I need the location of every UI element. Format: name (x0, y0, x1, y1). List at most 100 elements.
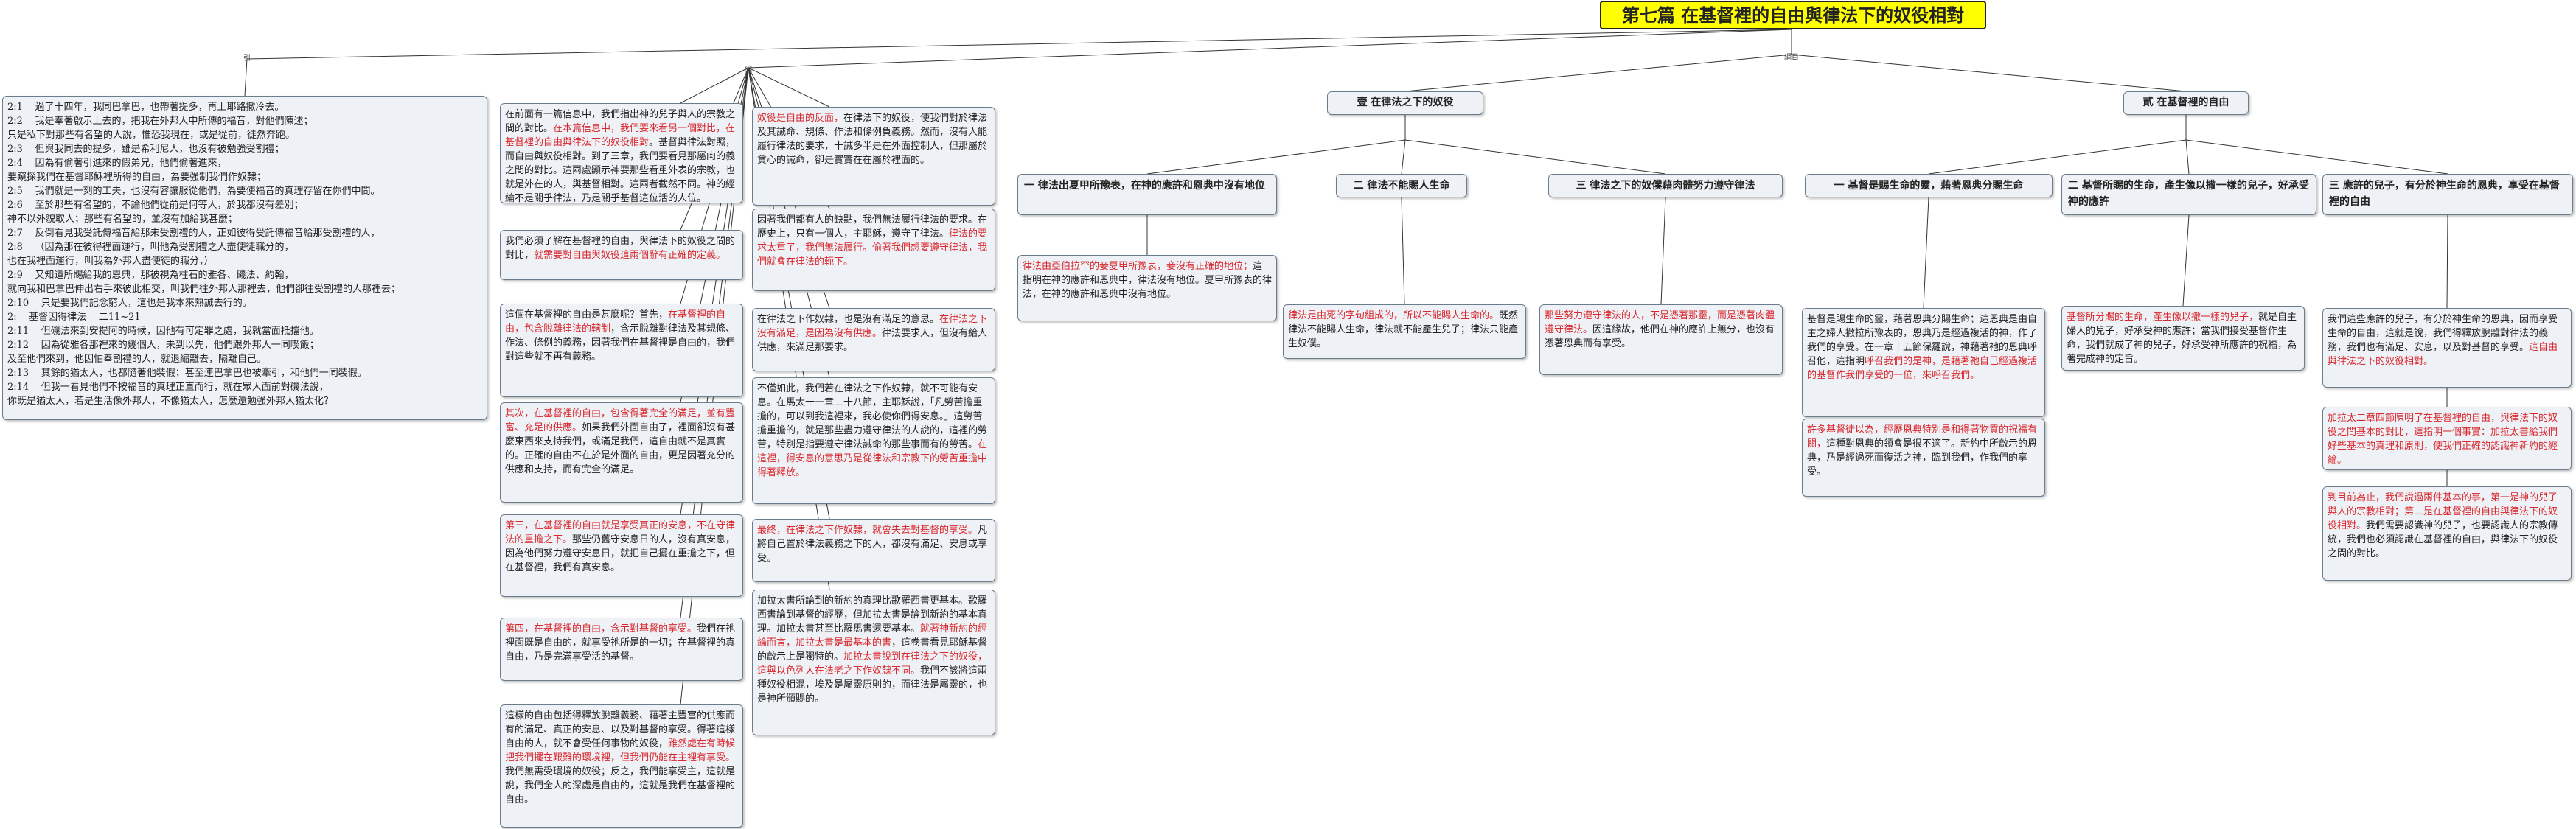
point-node-3[interactable]: 這個在基督裡的自由是甚麼呢？首先，在基督裡的自由，包含脫離律法的轄制，含示脫離對… (500, 304, 743, 397)
highlighted-text: 這自由與律法之下的奴役相對。 (2328, 342, 2558, 367)
highlighted-text: 在這裡，得安息的意思乃是從律法和宗教下的勞苦重擔中得著釋放。 (757, 439, 988, 478)
body-text: 在前面有一篇信息中，我們指出神的兒子與人的宗教之間的對比。 (505, 109, 736, 134)
section-heading-bondage[interactable]: 壹 在律法之下的奴役 (1327, 91, 1483, 115)
point-node-10[interactable]: 在律法之下作奴隸，也是沒有滿足的意思。在律法之下沒有滿足，是因為沒有供應。律法要… (752, 308, 995, 371)
subsection-heading-2-3[interactable]: 三 應許的兒子，有分於神生命的恩典，享受在基督裡的自由 (2322, 174, 2573, 215)
subsection-body-2-3c[interactable]: 到目前為止，我們說過兩件基本的事，第一是神的兒子與人的宗教相對；第二是在基督裡的… (2322, 486, 2572, 581)
highlighted-text: 律法是由死的字句組成的，所以不能賜人生命的。 (1288, 310, 1500, 321)
body-text: 我們必須了解在基督裡的自由，與律法下的奴役之間的對比， (505, 236, 736, 261)
highlighted-text: 第三，在基督裡的自由就是享受真正的安息，不在守律法的重擔之下。 (505, 520, 736, 545)
connector-point-1 (680, 67, 749, 104)
highlighted-text: 基督所分賜的生命，產生像以撒一樣的兒子， (2067, 312, 2259, 323)
body-text: 這樣的自由包括得釋放脫離義務、藉著主豐富的供應而有的滿足、真正的安息、以及對基督… (505, 710, 736, 749)
subsection-heading-1-2[interactable]: 二 律法不能賜人生命 (1336, 174, 1467, 197)
highlighted-text: 在律法之下沒有滿足，是因為沒有供應。 (757, 314, 988, 339)
connector-title-points (748, 29, 1792, 69)
connector-sections-freedom (1791, 54, 2187, 92)
highlighted-text: 奴役是自由的反面， (757, 113, 844, 124)
subsection-heading-2-1[interactable]: 一 基督是賜生命的靈，藉著恩典分賜生命 (1805, 174, 2053, 197)
scripture-node[interactable]: 2:1 過了十四年，我同巴拿巴，也帶著提多，再上耶路撒冷去。 2:2 我是奉著啟… (2, 96, 487, 420)
body-text: 因著我們都有人的缺點，我們無法履行律法的要求。在歷史上，只有一個人，主耶穌，遵守… (757, 214, 988, 239)
body-text: 。基督與律法對照，而自由與奴役相對。到了三章，我們要看見那屬肉的義之間的對比。這… (505, 137, 736, 203)
highlighted-text: 其次，在基督裡的自由，包含得著完全的滿足，並有豐富、充足的供應。 (505, 408, 736, 433)
body-text: 因這緣故，他們在神的應許上無分，也沒有憑著恩典而有享受。 (1545, 324, 1775, 349)
body-text: 這種對恩典的領會是很不適了。新約中所啟示的恩典，乃是經過死而復活之神，臨到我們，… (1807, 438, 2038, 478)
body-text: 在律法下的奴役，使我們對於律法及其誡命、規條、作法和條例負義務。然而，沒有人能履… (757, 113, 988, 166)
body-text: 就是自主婦人的兒子，好承受神的應許；當我們接受基督作生命，我們就成了神的兒子，好… (2067, 312, 2297, 365)
point-node-13[interactable]: 加拉太書所論到的新約的真理比歌羅西書更基本。歌羅西書論到基督的經歷，但加拉太書是… (752, 590, 995, 735)
connector-bondage-sub-2 (1401, 139, 1406, 175)
body-text: 我們這些應許的兒子，有分於神生命的恩典，因而享受生命的自由，這就是說，我們得釋放… (2328, 314, 2558, 353)
body-text: 不僅如此，我們若在律法之下作奴隸，就不可能有安息。在馬太十一章二十八節，主耶穌說… (757, 383, 988, 450)
connector-freedom-sub-2 (2185, 139, 2190, 175)
subsection-body-2-2[interactable]: 基督所分賜的生命，產生像以撒一樣的兒子，就是自主婦人的兒子，好承受神的應許；當我… (2061, 306, 2305, 371)
connector-freedom-sub-3 (2185, 139, 2448, 175)
point-node-7[interactable]: 這樣的自由包括得釋放脫離義務、藉著主豐富的供應而有的滿足、真正的安息、以及對基督… (500, 704, 743, 828)
connector-sections-bondage (1404, 54, 1792, 92)
body-text: 律法要求人，但沒有給人供應，來滿足那要求。 (757, 328, 988, 353)
subsection-body-2-3b[interactable]: 加拉太二章四節陳明了在基督裡的自由，與律法下的奴役之間基本的對比，這指明一個事實… (2322, 407, 2572, 470)
highlighted-text: 在本篇信息中，我們要來看另一個對比，在基督裡的自由與律法下的奴役相對 (505, 123, 736, 148)
point-node-6[interactable]: 第四，在基督裡的自由，含示對基督的享受。我們在祂裡面既是自由的，就享受祂所是的一… (500, 618, 743, 681)
highlighted-text: 雖然處在有時候把我們擺在艱難的環境裡，但我們仍能在主裡有享受。 (505, 738, 736, 763)
subsection-body-2-3[interactable]: 我們這些應許的兒子，有分於神生命的恩典，因而享受生命的自由，這就是說，我們得釋放… (2322, 308, 2572, 388)
body-text: 我們無需受環境的奴役；反之，我們能享受主，這就是說，我們全人的深處是自由的，這就… (505, 766, 736, 805)
section-heading-freedom[interactable]: 貳 在基督裡的自由 (2123, 91, 2249, 115)
body-text: 我們需要認識神的兒子，也要認識人的宗教傳統，我們也必須認識在基督裡的自由，與律法… (2328, 520, 2558, 559)
body-text: 在律法之下作奴隸，也是沒有滿足的意思。 (757, 314, 940, 325)
point-node-4[interactable]: 其次，在基督裡的自由，包含得著完全的滿足，並有豐富、充足的供應。如果我們外面自由… (500, 402, 743, 503)
body-text: 如果我們外面自由了，裡面卻沒有甚麼東西來支持我們，或滿足我們，這自由就不是真實的… (505, 422, 736, 475)
highlighted-text: 呼召我們的是神，是藉著祂自己經過複活的基督作我們享受的一位，來呼召我們。 (1807, 356, 2038, 381)
subsection-body-2-1[interactable]: 基督是賜生命的靈，藉著恩典分賜生命；這恩典是由自主之婦人撒拉所豫表的，恩典乃是經… (1802, 308, 2045, 417)
connector-sub-body-1-3 (1660, 197, 1666, 305)
subsection-heading-1-3[interactable]: 三 律法之下的奴僕藉肉體努力遵守律法 (1548, 174, 1783, 197)
highlighted-text: 就著神新約的經綸而言，加拉太書是最基本的書 (757, 623, 988, 648)
point-node-9[interactable]: 因著我們都有人的缺點，我們無法履行律法的要求。在歷史上，只有一個人，主耶穌，遵守… (752, 209, 995, 291)
highlighted-text: 到目前為止，我們說過兩件基本的事，第一是神的兒子與人的宗教相對；第二是在基督裡的… (2328, 492, 2558, 531)
body-text: 我們不該將這兩種奴役相混，埃及是屬靈原則的，而律法是屬靈的，也是神所頒賜的。 (757, 665, 988, 704)
body-text: ，含示脫離對律法及其規條、作法、條例的義務，因著我們在基督裡是自由的，我們對這些… (505, 323, 736, 363)
highlighted-text: 那些努力遵守律法的人，不是憑著那靈，而是憑著肉體遵守律法。 (1545, 310, 1775, 335)
connector-bondage-sub-1 (1146, 139, 1406, 175)
subsection-heading-2-2[interactable]: 二 基督所賜的生命，產生像以撒一樣的兒子，好承受神的應許 (2061, 174, 2316, 215)
body-text: 既然律法不能賜人生命，律法就不能產生兒子；律法只能產生奴僕。 (1288, 310, 1519, 349)
subsection-body-1-3[interactable]: 那些努力遵守律法的人，不是憑著那靈，而是憑著肉體遵守律法。因這緣故，他們在神的應… (1539, 304, 1783, 375)
relation-label-quote: 引 (243, 55, 251, 63)
body-text: 那些仍舊守安息日的人，沒有真安息，因為他們努力遵守安息日，就把自己擺在重擔之下，… (505, 534, 736, 573)
body-text: 這指明在神的應許和恩典中，律法沒有地位。夏甲所豫表的律法，在神的應許和恩典中沒有… (1023, 261, 1273, 300)
connector-title-quote (246, 29, 1792, 60)
connector-freedom-sub-1 (1928, 139, 2187, 175)
body-text: ，這卷書看見耶穌基督的啟示上是獨特的。 (757, 637, 988, 662)
subsection-heading-1-1[interactable]: 一 律法出夏甲所豫表，在神的應許和恩典中沒有地位 (1017, 174, 1277, 215)
point-node-8[interactable]: 奴役是自由的反面，在律法下的奴役，使我們對於律法及其誡命、規條、作法和條例負義務… (752, 107, 995, 206)
highlighted-text: 就需要對自由與奴役這兩個辭有正確的定義。 (534, 250, 726, 261)
relation-label-points: 綱 (745, 66, 752, 74)
point-node-5[interactable]: 第三，在基督裡的自由就是享受真正的安息，不在守律法的重擔之下。那些仍舊守安息日的… (500, 514, 743, 597)
connector-sub-body-1-2 (1401, 197, 1405, 305)
connector-bondage-sub-3 (1404, 139, 1666, 175)
body-text: 基督是賜生命的靈，藉著恩典分賜生命；這恩典是由自主之婦人撒拉所豫表的，恩典乃是經… (1807, 314, 2038, 367)
connector-sub-body-2-2 (2182, 214, 2190, 307)
highlighted-text: 律法由亞伯拉罕的妾夏甲所豫表，妾沒有正確的地位； (1023, 261, 1253, 272)
connector-sub-body-2-1 (1923, 197, 1929, 309)
highlighted-text: 加拉太二章四節陳明了在基督裡的自由，與律法下的奴役之間基本的對比，這指明一個事實… (2328, 413, 2558, 466)
point-node-2[interactable]: 我們必須了解在基督裡的自由，與律法下的奴役之間的對比，就需要對自由與奴役這兩個辭… (500, 230, 743, 280)
page-title: 第七篇 在基督裡的自由與律法下的奴役相對 (1600, 1, 1986, 29)
highlighted-text: 最終，在律法之下作奴隸，就會失去對基督的享受。 (757, 525, 978, 536)
body-text: 這個在基督裡的自由是甚麼呢？首先， (505, 309, 669, 321)
point-node-12[interactable]: 最終，在律法之下作奴隸，就會失去對基督的享受。凡將自己置於律法義務之下的人，都沒… (752, 519, 995, 582)
body-text: 加拉太書所論到的新約的真理比歌羅西書更基本。歌羅西書論到基督的經歷，但加拉太書是… (757, 595, 988, 634)
connector-point-8 (748, 67, 830, 108)
highlighted-text: 律法的要求太重了，我們無法履行。偷著我們想要遵守律法，我們就會在律法的軛下。 (757, 228, 988, 267)
subsection-body-1-1[interactable]: 律法由亞伯拉罕的妾夏甲所豫表，妾沒有正確的地位；這指明在神的應許和恩典中，律法沒… (1017, 255, 1277, 321)
point-node-1[interactable]: 在前面有一篇信息中，我們指出神的兒子與人的宗教之間的對比。在本篇信息中，我們要來… (500, 103, 743, 203)
subsection-body-2-1b[interactable]: 許多基督徒以為，經歷恩典特別是和得著物質的祝福有關，這種對恩典的領會是很不適了。… (1802, 419, 2045, 497)
connector-quote-scripture (244, 58, 248, 97)
body-text: 我們在祂裡面既是自由的，就享受祂所是的一切；在基督裡的真自由，乃是完滿享受活的基… (505, 623, 736, 662)
highlighted-text: 加拉太書說到在律法之下的奴役，這與以色列人在法老之下作奴隸不同。 (757, 651, 988, 676)
point-node-11[interactable]: 不僅如此，我們若在律法之下作奴隸，就不可能有安息。在馬太十一章二十八節，主耶穌說… (752, 377, 995, 504)
highlighted-text: 第四，在基督裡的自由，含示對基督的享受。 (505, 623, 697, 634)
connector-sub-body-2-3 (2446, 214, 2448, 309)
subsection-body-1-2[interactable]: 律法是由死的字句組成的，所以不能賜人生命的。既然律法不能賜人生命，律法就不能產生… (1283, 304, 1526, 359)
highlighted-text: 許多基督徒以為，經歷恩典特別是和得著物質的祝福有關， (1807, 424, 2038, 450)
